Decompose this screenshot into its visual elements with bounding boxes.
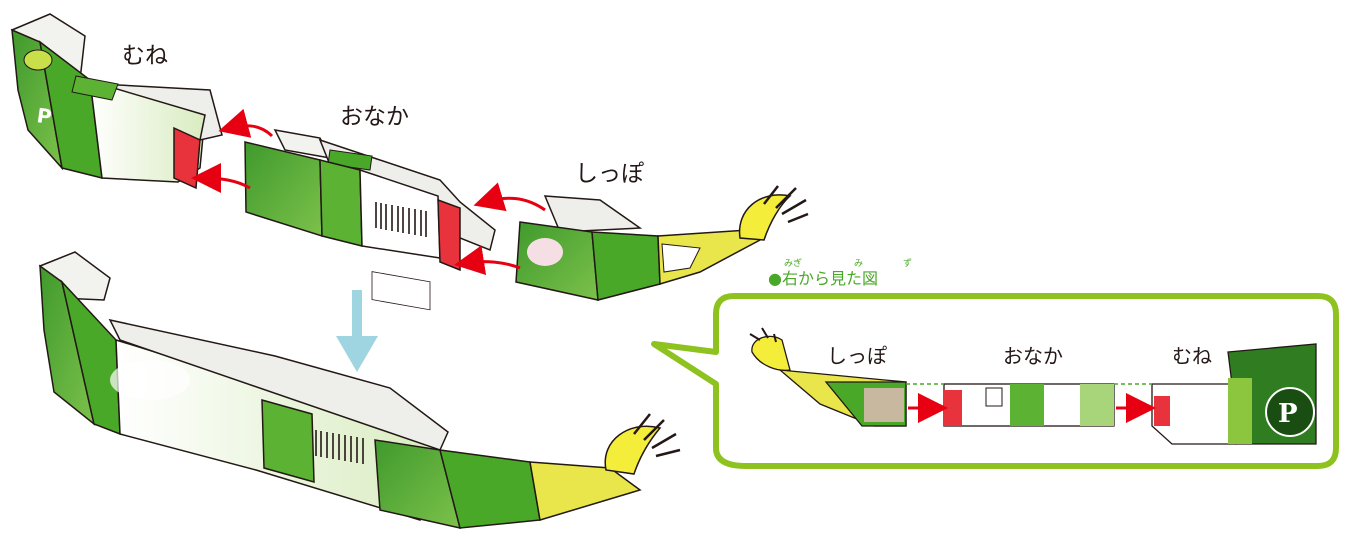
tail-feathers-bottom	[604, 413, 681, 475]
red-connection-arrows	[191, 108, 546, 276]
svg-text:P: P	[1278, 399, 1298, 429]
label-chest: むね	[122, 43, 168, 69]
chest-piece: P	[10, 13, 223, 190]
assembled-piece	[38, 251, 681, 530]
ruby-mi: み	[854, 258, 863, 269]
belly-piece	[244, 129, 496, 311]
side-label-chest: むね	[1172, 344, 1212, 368]
ruby-migi: みぎ	[784, 257, 802, 269]
side-label-tail: しっぽ	[827, 344, 887, 368]
side-view-title: ●右から見た図 みぎ み ず	[768, 257, 912, 288]
svg-text:P: P	[35, 103, 53, 129]
side-label-belly: おなか	[1003, 344, 1063, 368]
down-arrow-icon	[336, 290, 378, 372]
barcode-assembled	[315, 430, 364, 464]
label-belly: おなか	[340, 104, 409, 130]
ruby-zu: ず	[903, 258, 912, 269]
barcode	[371, 202, 431, 311]
tail-piece	[515, 185, 809, 301]
label-tail: しっぽ	[575, 161, 644, 187]
side-view-diagram: P	[749, 327, 1317, 445]
tail-feathers-top	[738, 185, 809, 241]
side-view-title-text: ●右から見た図	[768, 269, 878, 288]
